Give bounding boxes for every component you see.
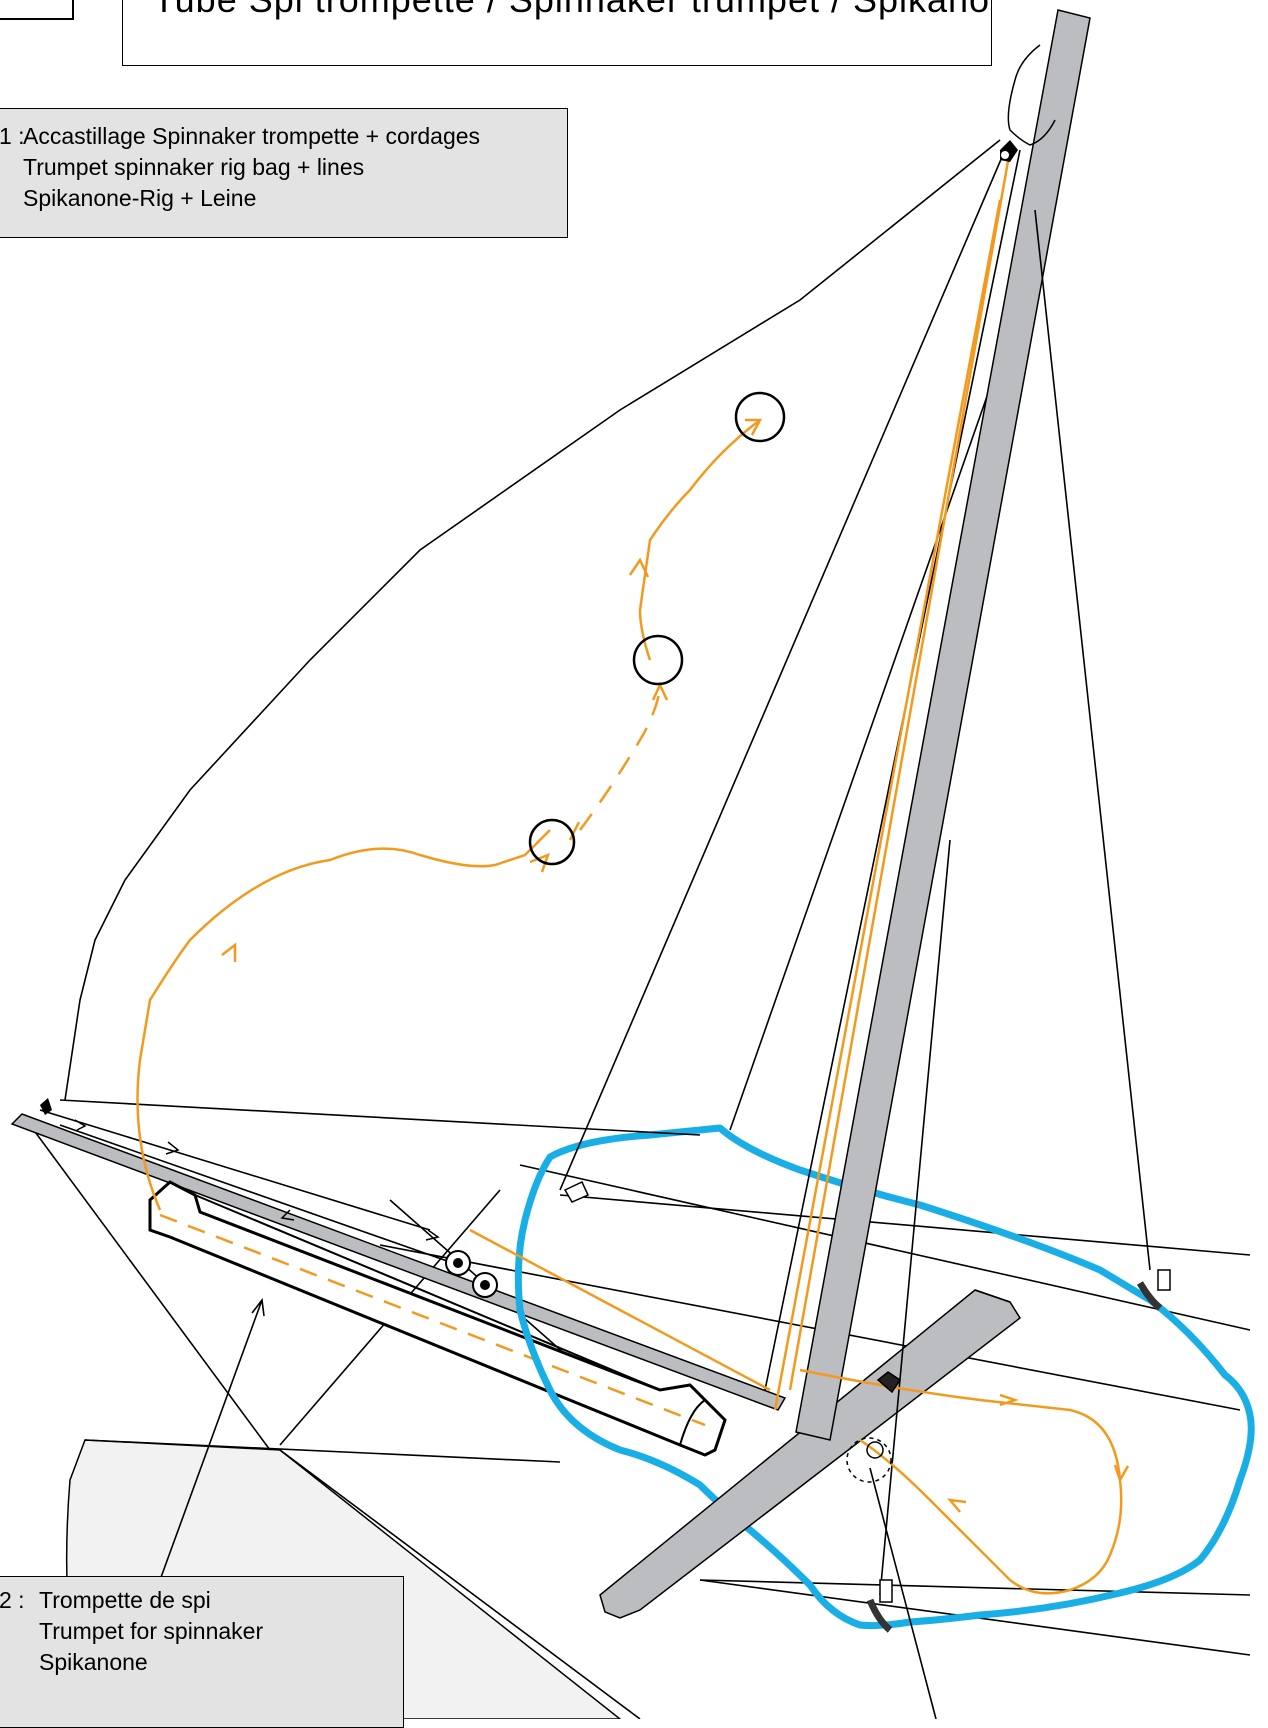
mast <box>795 9 1091 1441</box>
callout-2-lines: Trompette de spi Trumpet for spinnaker S… <box>39 1585 263 1678</box>
callout-2-line-de: Spikanone <box>39 1649 148 1675</box>
title-frame: Tube Spi trompette / Spinnaker trumpet /… <box>122 0 992 66</box>
tube-inner-line <box>159 1213 706 1427</box>
sail-leech <box>64 139 1001 1101</box>
rigging-wires <box>39 149 1151 1596</box>
pulley-block-icon <box>40 140 1018 1298</box>
highlight-zone <box>514 1124 1255 1630</box>
mast-head <box>1007 44 1056 146</box>
page-corner-frame <box>0 0 74 20</box>
spinnaker-trumpet-tube <box>148 1180 727 1457</box>
callout-1-number: 1 : <box>0 123 25 149</box>
hull-keel-line <box>279 1449 641 1719</box>
hull-edge-left <box>29 1124 271 1451</box>
cleat-icon <box>866 1281 1163 1633</box>
callout-2-line-en: Trumpet for spinnaker <box>39 1618 264 1644</box>
spinnaker-halyard-route <box>136 149 1123 1595</box>
diagram-title: Tube Spi trompette / Spinnaker trumpet /… <box>153 0 991 21</box>
hull-chine-line <box>84 1439 561 1463</box>
callout-1-lines: Accastillage Spinnaker trompette + corda… <box>23 121 480 214</box>
callout-1-box: 1 : Accastillage Spinnaker trompette + c… <box>0 108 568 238</box>
sail-foot <box>59 1099 701 1136</box>
rope-arrows <box>74 1119 440 1241</box>
callout-2-box: 2 : Trompette de spi Trumpet for spinnak… <box>0 1576 404 1728</box>
callout-2-line-fr: Trompette de spi <box>39 1587 211 1613</box>
callout-2-number: 2 : <box>0 1587 25 1613</box>
callout-1-line-en: Trumpet spinnaker rig bag + lines <box>23 154 365 180</box>
eye-strap-icon <box>563 1180 1171 1603</box>
callout-1-line-de: Spikanone-Rig + Leine <box>23 185 257 211</box>
direction-arrow-icon <box>221 418 1130 1513</box>
rear-crossbeam <box>599 1289 1021 1619</box>
front-beam <box>10 1113 787 1411</box>
callout-pointers <box>159 1297 937 1719</box>
callout-1-line-fr: Accastillage Spinnaker trompette + corda… <box>23 123 481 149</box>
sail-ring-icon <box>528 391 786 866</box>
